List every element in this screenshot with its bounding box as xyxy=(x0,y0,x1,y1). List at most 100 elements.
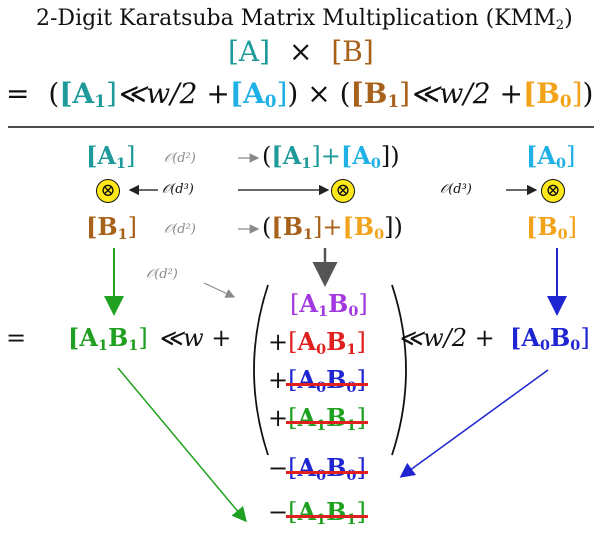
sum-b-lparen: ( xyxy=(262,213,272,241)
complexity-d3-left: 𝒪(d³) xyxy=(162,182,194,197)
sum-a-a0-sub: 0 xyxy=(370,155,381,172)
multiply-icon-middle: ⊗ xyxy=(331,179,355,203)
term-b-sub: 1 xyxy=(346,511,357,528)
title-subscript: 2 xyxy=(555,18,565,33)
term-sign: + xyxy=(268,328,289,356)
grid-b0-open: [B xyxy=(526,212,558,241)
term-b: B xyxy=(326,327,347,356)
b1-open: [B xyxy=(350,77,388,110)
sum-a-a1-sub: 1 xyxy=(301,155,312,172)
sum-b-b1: [B1 xyxy=(271,212,314,243)
result-a0b0-sub2: 0 xyxy=(570,337,581,354)
grid-a0-sub: 0 xyxy=(555,155,566,172)
term-a: A xyxy=(299,289,318,318)
term-b: B xyxy=(326,403,347,432)
middle-term: −[A1B1] xyxy=(268,497,368,528)
big-left-paren xyxy=(253,284,269,456)
multiply-icon-left: ⊗ xyxy=(96,179,120,203)
term-a-sub: 0 xyxy=(316,467,327,484)
term-a-sub: 1 xyxy=(318,303,329,320)
a1-open: [A xyxy=(59,77,95,110)
grid-a1: [A1] xyxy=(86,141,136,172)
grid-a0-open: [A xyxy=(526,141,556,170)
complexity-d2-top: 𝒪(d²) xyxy=(164,151,196,166)
mult-glyph: ⊗ xyxy=(100,180,116,201)
term-b: B xyxy=(326,497,347,526)
term-a: A xyxy=(297,453,317,482)
sum-a-lparen: ( xyxy=(262,142,272,170)
term-a: A xyxy=(297,497,317,526)
grid-b0-sub: 0 xyxy=(557,226,568,243)
grid-a0: [A0] xyxy=(526,141,576,172)
sum-b-b1-sub: 1 xyxy=(303,226,314,243)
left-paren: ( xyxy=(48,77,60,110)
term-b: B xyxy=(326,365,347,394)
result-a0b0-a: [A xyxy=(510,323,540,352)
a0-sub: 0 xyxy=(264,91,277,111)
complexity-d3-right: 𝒪(d³) xyxy=(440,182,472,197)
term-b-sub: 1 xyxy=(346,417,357,434)
b0-sub: 0 xyxy=(559,91,572,111)
result-a1b1-sub1: 1 xyxy=(97,337,108,354)
term-b-sub: 0 xyxy=(346,379,357,396)
result-a1b1-a: [A xyxy=(68,323,98,352)
result-shift-w: ≪w + xyxy=(158,324,232,352)
result-a0b0-b: B xyxy=(550,323,571,352)
term-product: [A0B0] xyxy=(286,453,368,484)
top-product: [A] × [B] xyxy=(228,38,374,66)
term-product: [A1B1] xyxy=(286,403,368,434)
grid-a1-sub: 1 xyxy=(115,155,126,172)
term-product: [A1B1] xyxy=(286,497,368,528)
middle-term: +[A1B1] xyxy=(268,403,368,434)
big-right-paren xyxy=(391,284,407,456)
result-a0b0-sub1: 0 xyxy=(539,337,550,354)
sum-b-b0-sub: 0 xyxy=(374,226,385,243)
result-equals: = xyxy=(6,324,27,352)
term-b: B xyxy=(326,453,347,482)
mult-glyph: ⊗ xyxy=(545,180,561,201)
term-a-sub: 0 xyxy=(316,379,327,396)
equals-sign: = xyxy=(6,77,30,110)
grid-b1-sub: 1 xyxy=(117,226,128,243)
sum-b-b0-text: [B xyxy=(342,212,375,241)
matrix-a: [A] xyxy=(228,35,271,68)
sum-a-a1-text: [A xyxy=(271,141,302,170)
term-b-sub: 0 xyxy=(346,467,357,484)
middle-term: [A1B0] xyxy=(290,292,368,319)
sum-a-rparen: ]) xyxy=(380,142,400,170)
complexity-d2-bottom: 𝒪(d²) xyxy=(164,222,196,237)
sum-b: ([B1]+[B0]) xyxy=(262,215,403,242)
term-b: B xyxy=(328,289,349,318)
sum-a: ([A1]+[A0]) xyxy=(262,144,400,171)
complexity-d2-diag: 𝒪(d²) xyxy=(146,267,178,282)
b1-term: [B1] xyxy=(351,77,411,110)
middle-term: +[A0B0] xyxy=(268,365,368,396)
shift-half: ≪w/2 + xyxy=(116,77,230,110)
sum-a-a0-text: [A xyxy=(340,141,371,170)
result-a0b0-close: ] xyxy=(580,324,590,352)
b0-close: ] xyxy=(571,77,583,110)
sum-a-plus: ]+ xyxy=(311,142,341,170)
a0-term: [A0] xyxy=(230,77,288,110)
middle-term: +[A0B1] xyxy=(268,330,366,357)
grid-b1-open: [B xyxy=(86,212,118,241)
result-a1b1-b: B xyxy=(108,323,129,352)
matrix-b: [B] xyxy=(331,35,374,68)
b1-close: ] xyxy=(399,77,411,110)
multiply-icon-right: ⊗ xyxy=(541,179,565,203)
title-text: 2-Digit Karatsuba Matrix Multiplication … xyxy=(36,6,556,31)
term-b-sub: 1 xyxy=(346,341,357,358)
term-sign: + xyxy=(268,404,289,432)
term-a-sub: 1 xyxy=(316,511,327,528)
grid-b1: [B1] xyxy=(86,212,138,243)
times-symbol: × xyxy=(288,35,313,68)
a1-term: [A1] xyxy=(59,77,117,110)
b0-open: [B xyxy=(522,77,560,110)
title-end: ) xyxy=(564,6,573,31)
sum-b-b0: [B0 xyxy=(342,212,385,243)
result-a1b1-sub2: 1 xyxy=(128,337,139,354)
term-a: A xyxy=(297,403,317,432)
grid-b0: [B0] xyxy=(526,212,578,243)
term-a: A xyxy=(297,327,317,356)
